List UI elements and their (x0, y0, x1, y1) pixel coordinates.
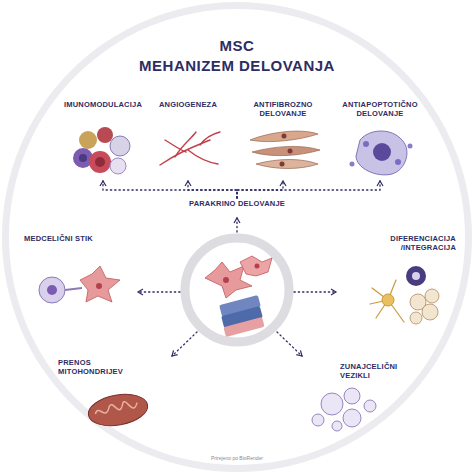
center-arrows (138, 218, 336, 356)
hub-label: PARAKRINO DELOVANJE (167, 199, 307, 208)
mechanism-item: MEDCELIČNI STIK (24, 234, 94, 243)
dotted-connector (237, 181, 380, 198)
vesicles (312, 388, 376, 431)
dotted-connector (188, 181, 237, 198)
center-ring (185, 238, 289, 342)
mechanism-label: ANTIFIBROZNO DELOVANJE (246, 100, 320, 118)
mechanism-item: ANTIAPOPTOTIČNO DELOVANJE (334, 100, 426, 180)
mechanism-label: DIFERENCIACIJA /INTEGRACIJA (372, 234, 456, 252)
apoptotic-cell (350, 131, 413, 175)
mechanism-item: PRENOS MITOHONDRIJEV (58, 358, 138, 376)
mitochondrion (86, 390, 150, 430)
mechanism-label: ANGIOGENEZA (153, 100, 223, 109)
mechanism-label: IMUNOMODULACIJA (57, 100, 149, 109)
immune-cells (73, 127, 130, 174)
inner-disc (9, 9, 465, 465)
mechanism-label: ZUNAJCELIČNI VEZIKLI (340, 362, 415, 380)
fibroblasts (250, 131, 320, 168)
mechanism-item: ZUNAJCELIČNI VEZIKLI (340, 362, 415, 380)
mechanism-item: DIFERENCIACIJA /INTEGRACIJA (372, 234, 456, 252)
diagram-title: MSC MEHANIZEM DELOVANJA (117, 36, 357, 75)
mechanism-item: ANTIFIBROZNO DELOVANJE (246, 100, 320, 180)
mechanism-item: IMUNOMODULACIJA (57, 100, 149, 180)
mechanism-item: ANGIOGENEZA (153, 100, 223, 180)
dotted-connector (103, 181, 237, 198)
cell-contact (39, 266, 120, 303)
credit-note: Prirejeno po BioRender (187, 455, 287, 461)
mechanism-label: PARAKRINO DELOVANJE (167, 199, 307, 208)
mechanism-label: PRENOS MITOHONDRIJEV (58, 358, 138, 376)
mechanism-label: ANTIAPOPTOTIČNO DELOVANJE (334, 100, 426, 118)
differentiated-cells (370, 266, 439, 324)
msc-cells (205, 256, 272, 337)
mechanism-label: MEDCELIČNI STIK (24, 234, 94, 243)
blood-vessels (160, 132, 220, 165)
